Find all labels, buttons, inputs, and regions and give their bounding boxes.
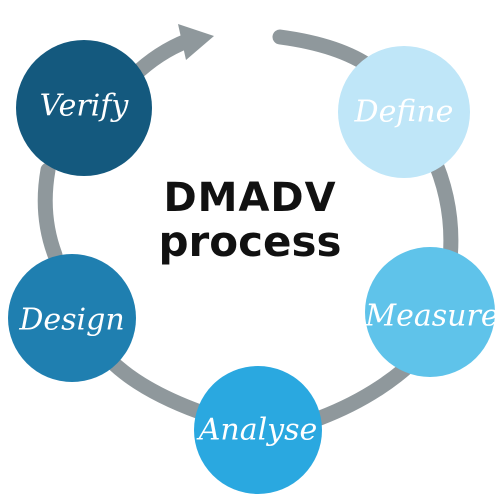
step-label-design: Design	[19, 302, 125, 338]
step-circle-design	[8, 254, 136, 382]
cycle-arrow-head	[178, 24, 214, 60]
diagram-title: DMADV process	[130, 176, 370, 264]
step-circle-define	[338, 46, 470, 178]
step-circle-measure	[365, 247, 495, 377]
connector-top-right	[272, 29, 380, 76]
step-label-analyse: Analyse	[198, 412, 318, 448]
connector-left	[37, 162, 63, 263]
title-line-2: process	[158, 217, 342, 266]
connector-bottom-left	[102, 352, 208, 420]
title-line-1: DMADV	[163, 175, 337, 221]
step-label-verify: Verify	[39, 88, 129, 124]
connector-right-upper	[424, 147, 459, 268]
step-circle-analyse	[194, 366, 322, 494]
step-label-measure: Measure	[365, 298, 499, 334]
step-label-define: Define	[354, 94, 454, 130]
step-circle-verify	[16, 40, 152, 176]
